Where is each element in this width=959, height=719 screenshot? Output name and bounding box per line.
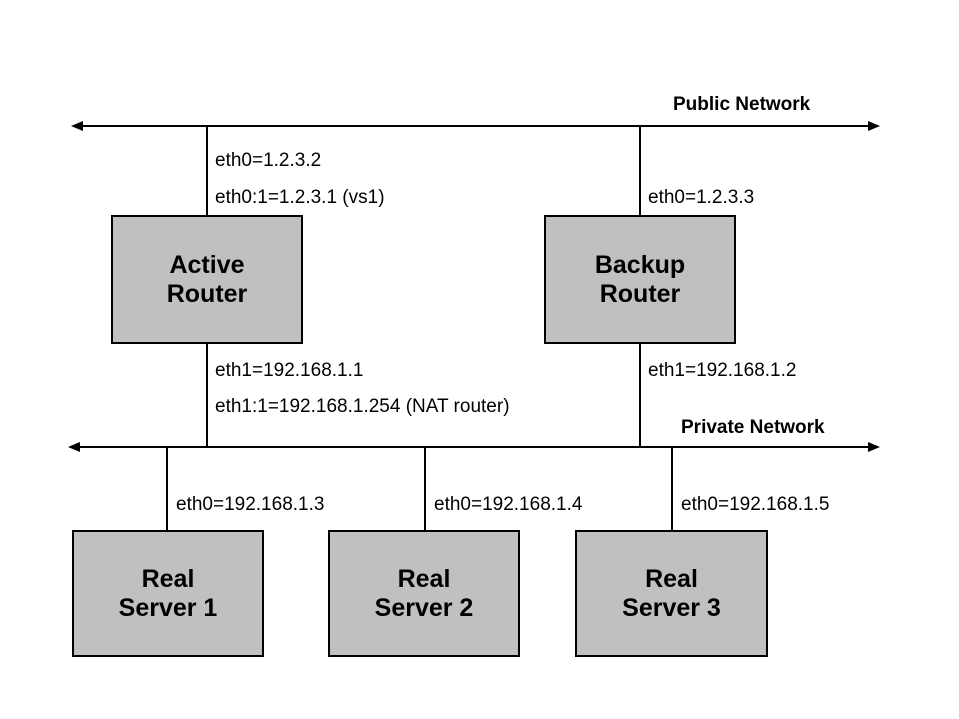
active-router-eth0-label: eth0=1.2.3.2 [215, 150, 322, 171]
real-server-1-node[interactable]: Real Server 1 [72, 530, 264, 657]
real-server-1-title-line1: Real [141, 564, 195, 593]
public-network-label: Public Network [673, 94, 811, 115]
backup-router-title-line1: Backup [594, 250, 686, 279]
real-server-2-title-line1: Real [397, 564, 451, 593]
real-server-3-eth0-label: eth0=192.168.1.5 [681, 494, 830, 515]
active-router-eth1-1-label: eth1:1=192.168.1.254 (NAT router) [215, 396, 510, 417]
real-server-2-eth0-label: eth0=192.168.1.4 [434, 494, 583, 515]
backup-router-title-line2: Router [599, 279, 681, 308]
active-router-eth0-1-label: eth0:1=1.2.3.1 (vs1) [215, 187, 385, 208]
real-server-2-title-line2: Server 2 [374, 593, 474, 622]
active-router-node[interactable]: Active Router [111, 215, 303, 344]
active-router-title-line2: Router [166, 279, 248, 308]
backup-router-eth1-label: eth1=192.168.1.2 [648, 360, 797, 381]
real-server-1-title-line2: Server 1 [118, 593, 218, 622]
real-server-2-node[interactable]: Real Server 2 [328, 530, 520, 657]
backup-router-node[interactable]: Backup Router [544, 215, 736, 344]
real-server-3-title-line2: Server 3 [622, 593, 721, 622]
real-server-3-node[interactable]: Real Server 3 [575, 530, 768, 657]
real-server-1-eth0-label: eth0=192.168.1.3 [176, 494, 325, 515]
real-server-3-title-line1: Real [645, 564, 698, 593]
active-router-eth1-label: eth1=192.168.1.1 [215, 360, 364, 381]
private-network-label: Private Network [681, 417, 825, 438]
active-router-title-line1: Active [169, 250, 245, 279]
backup-router-eth0-label: eth0=1.2.3.3 [648, 187, 755, 208]
